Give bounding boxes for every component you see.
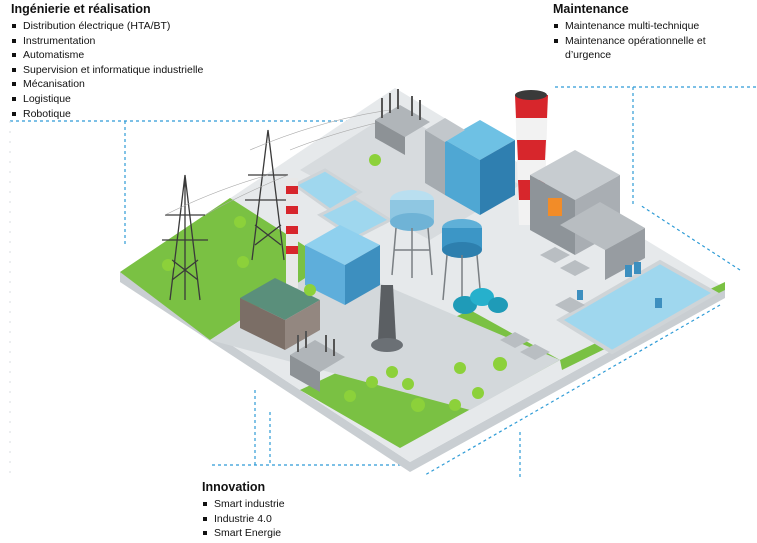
list-item: Distribution électrique (HTA/BT) (11, 19, 261, 34)
engineering-section: Ingénierie et réalisation Distribution é… (11, 2, 261, 121)
turbine-icon (453, 288, 508, 314)
list-item: Maintenance opérationnelle et (553, 34, 753, 49)
list-item: Maintenance multi-technique (553, 19, 753, 34)
engineering-list: Distribution électrique (HTA/BT) Instrum… (11, 19, 261, 121)
dashed-connectors (9, 86, 757, 480)
stack-icon (371, 285, 403, 352)
list-item: Logistique (11, 92, 261, 107)
water-tower-icon (390, 190, 434, 278)
list-item: Automatisme (11, 48, 261, 63)
transformer-icon (375, 89, 430, 155)
tanks-icon (577, 262, 662, 308)
water-tower-icon (442, 219, 482, 302)
list-item: Supervision et informatique industrielle (11, 63, 261, 78)
trees (162, 154, 507, 412)
list-item: Mécanisation (11, 77, 261, 92)
transformer-icon (290, 331, 345, 392)
list-item-continuation: d’urgence (565, 49, 612, 62)
innovation-section: Innovation Smart industrie Industrie 4.0… (202, 480, 402, 541)
maintenance-title: Maintenance (553, 2, 629, 16)
maintenance-section: Maintenance Maintenance multi-technique … (553, 2, 753, 63)
list-item: Smart Energie (202, 526, 402, 541)
power-plant-building-icon (530, 150, 645, 280)
factory-building-icon (425, 118, 465, 195)
list-item: Smart industrie (202, 497, 402, 512)
pool-left (292, 168, 363, 212)
engineering-title: Ingénierie et réalisation (11, 2, 151, 16)
list-item: Instrumentation (11, 34, 261, 49)
innovation-list: Smart industrie Industrie 4.0 Smart Ener… (202, 497, 402, 541)
list-item: Robotique (11, 107, 261, 122)
chimney-small-icon (286, 178, 298, 288)
pool-right (556, 259, 720, 355)
platform-ground (120, 88, 725, 462)
list-item: Industrie 4.0 (202, 512, 402, 527)
innovation-title: Innovation (202, 480, 266, 494)
grass-left (120, 198, 330, 340)
maintenance-list: Maintenance multi-technique Maintenance … (553, 19, 753, 63)
road-upper (300, 110, 520, 240)
cooling-units-icon (500, 247, 590, 360)
warehouse-building-icon (240, 278, 320, 350)
